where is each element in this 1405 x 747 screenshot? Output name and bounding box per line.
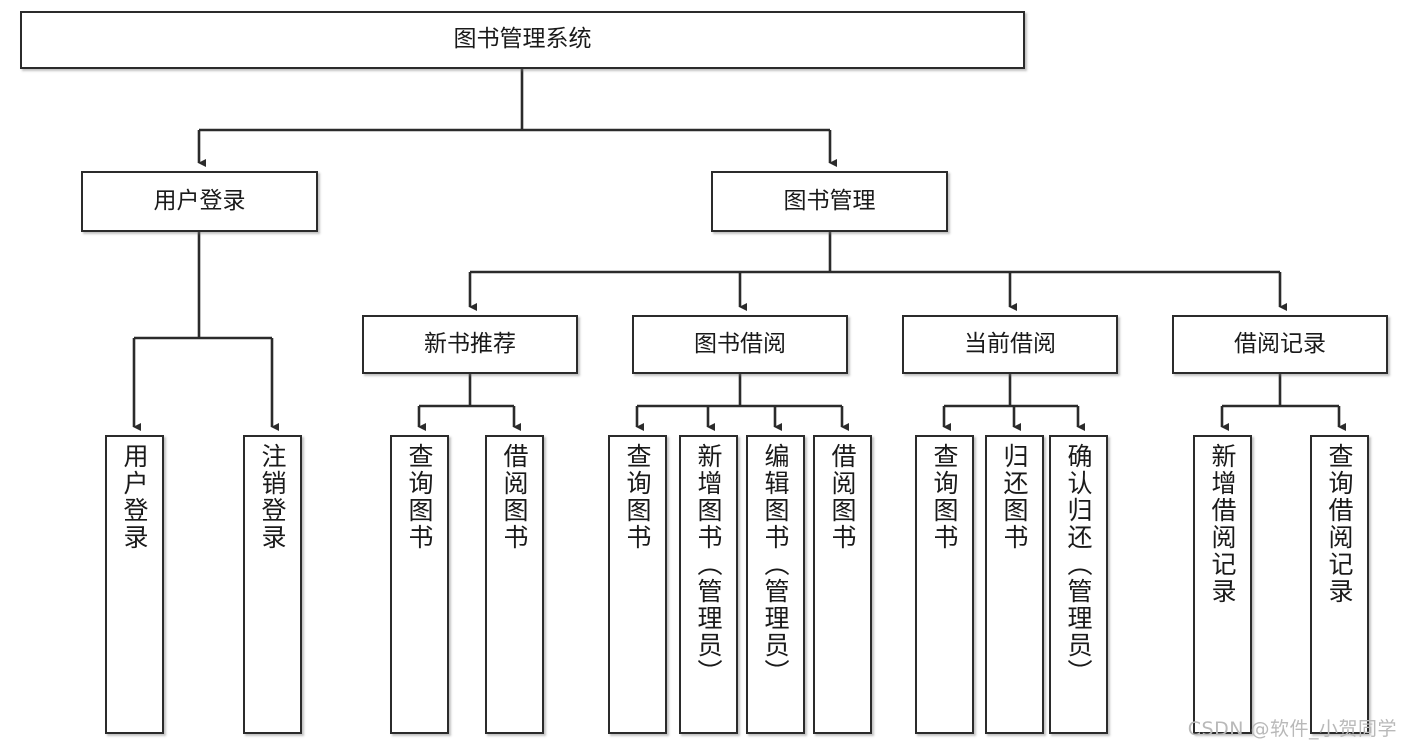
node-leaf-borrow-book-bb-label: 借阅图书 <box>828 443 857 551</box>
node-leaf-query-book-cb[interactable]: 查询图书 <box>915 435 974 734</box>
node-leaf-query-book-rec[interactable]: 查询图书 <box>390 435 449 734</box>
node-leaf-logout-label: 注销登录 <box>258 443 287 551</box>
node-leaf-user-login[interactable]: 用户登录 <box>105 435 164 734</box>
node-root-label: 图书管理系统 <box>453 26 592 53</box>
node-book-manage[interactable]: 图书管理 <box>711 171 948 232</box>
edges-root-to-level2 <box>197 69 837 167</box>
node-leaf-confirm-return-label: 确认归还（管理员） <box>1064 443 1093 686</box>
node-leaf-query-book-bb-label: 查询图书 <box>623 443 652 551</box>
edges-newbookrec-to-leaves <box>417 374 521 431</box>
node-new-book-rec[interactable]: 新书推荐 <box>362 315 578 374</box>
node-current-borrow[interactable]: 当前借阅 <box>902 315 1118 374</box>
node-leaf-query-record[interactable]: 查询借阅记录 <box>1310 435 1369 734</box>
node-leaf-return-book-label: 归还图书 <box>1000 443 1029 551</box>
node-book-manage-label: 图书管理 <box>783 187 876 214</box>
node-leaf-borrow-book-rec-label: 借阅图书 <box>500 443 529 551</box>
node-leaf-return-book[interactable]: 归还图书 <box>985 435 1044 734</box>
node-book-borrow[interactable]: 图书借阅 <box>632 315 848 374</box>
node-leaf-add-book[interactable]: 新增图书（管理员） <box>679 435 738 734</box>
watermark-text: CSDN @软件_小贺同学 <box>1187 718 1397 740</box>
edges-borrowrecord-to-leaves <box>1220 374 1346 431</box>
node-new-book-rec-label: 新书推荐 <box>424 330 516 357</box>
node-leaf-add-record[interactable]: 新增借阅记录 <box>1193 435 1252 734</box>
node-borrow-record-label: 借阅记录 <box>1234 330 1326 357</box>
node-leaf-add-record-label: 新增借阅记录 <box>1208 443 1237 605</box>
node-leaf-add-book-label: 新增图书（管理员） <box>694 443 723 686</box>
node-leaf-query-book-cb-label: 查询图书 <box>930 443 959 551</box>
node-leaf-query-record-label: 查询借阅记录 <box>1325 443 1354 605</box>
node-leaf-logout[interactable]: 注销登录 <box>243 435 302 734</box>
node-leaf-query-book-rec-label: 查询图书 <box>405 443 434 551</box>
node-leaf-borrow-book-rec[interactable]: 借阅图书 <box>485 435 544 734</box>
node-user-login-label: 用户登录 <box>153 187 246 214</box>
node-borrow-record[interactable]: 借阅记录 <box>1172 315 1388 374</box>
edges-bookmanage-to-level3 <box>468 232 1287 311</box>
node-leaf-user-login-label: 用户登录 <box>120 443 149 551</box>
edges-userlogin-to-leaves <box>132 232 279 431</box>
node-leaf-edit-book-label: 编辑图书（管理员） <box>761 443 790 686</box>
node-book-borrow-label: 图书借阅 <box>694 330 786 357</box>
node-leaf-confirm-return[interactable]: 确认归还（管理员） <box>1049 435 1108 734</box>
node-root[interactable]: 图书管理系统 <box>20 11 1025 69</box>
node-user-login[interactable]: 用户登录 <box>81 171 318 232</box>
node-leaf-query-book-bb[interactable]: 查询图书 <box>608 435 667 734</box>
node-leaf-edit-book[interactable]: 编辑图书（管理员） <box>746 435 805 734</box>
node-leaf-borrow-book-bb[interactable]: 借阅图书 <box>813 435 872 734</box>
edges-currentborrow-to-leaves <box>942 374 1085 431</box>
edges-bookborrow-to-leaves <box>635 374 849 431</box>
node-current-borrow-label: 当前借阅 <box>964 330 1056 357</box>
